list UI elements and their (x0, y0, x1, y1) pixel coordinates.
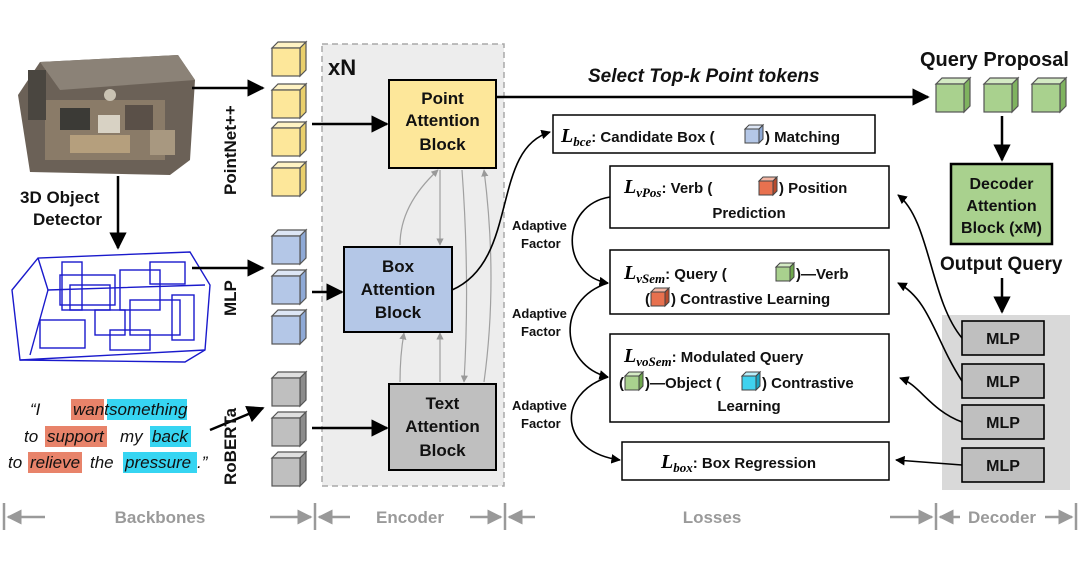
loss-vsem-text: LvSem: Query ( (623, 262, 727, 286)
roberta-label: RoBERTa (221, 407, 240, 485)
detector-label-line2: Detector (33, 210, 102, 229)
box-to-bce-arrow (451, 129, 551, 291)
text-block-label: Attention (405, 417, 480, 436)
encoder-internal-flows (399, 169, 492, 383)
decoder-block-label: Attention (966, 198, 1036, 215)
loss-vpos-text: LvPos: Verb ( (623, 176, 712, 200)
candidate-box-icon (744, 124, 764, 144)
quote-word: back (152, 427, 189, 446)
point-attention-block (388, 79, 497, 169)
section-ruler (2, 503, 1078, 530)
mlp-head (961, 363, 1045, 399)
loss-vosem-text: LvoSem: Modulated Query (623, 345, 804, 369)
decoder-attention-block (949, 162, 1054, 246)
adaptive-factor-label: Factor (521, 324, 561, 339)
mlp-head-label: MLP (986, 415, 1020, 432)
adaptive-factor-label: Adaptive (512, 218, 567, 233)
quote-word: .” (197, 453, 209, 472)
select-topk-label: Select Top-k Point tokens (588, 66, 820, 87)
box-block-label: Block (375, 303, 422, 322)
mlp-head-label: MLP (986, 331, 1020, 348)
quote-word: to (8, 453, 22, 472)
mlp-to-loss-arrows (895, 194, 963, 466)
loss-vpos-line2: Prediction (712, 205, 785, 222)
query-icon (775, 262, 795, 282)
box-token-cubes (271, 229, 307, 345)
verb-icon (758, 176, 778, 196)
section-label-decoder: Decoder (968, 508, 1036, 527)
verb-icon (650, 287, 670, 307)
adaptive-factor-label: Factor (521, 236, 561, 251)
point-block-label: Block (419, 135, 466, 154)
mlp-head-label: MLP (986, 458, 1020, 475)
adaptive-factor-label: Factor (521, 416, 561, 431)
box-block-label: Attention (361, 280, 436, 299)
object-icon (741, 371, 761, 391)
quote-word: support (47, 427, 105, 446)
loss-vosem-l2-pre: ( (619, 375, 624, 392)
loss-vsem-l2-pre: ( (645, 291, 650, 308)
language-query-quote: “I want something to support my back to … (8, 399, 209, 473)
detector-label-line1: 3D Object (20, 188, 100, 207)
text-block-label: Text (426, 394, 460, 413)
loss-vosem-l2-mid: )—Object ( (645, 375, 721, 392)
decoder-block-label: Decoder (969, 176, 1033, 193)
loss-box-text: Lbox: Box Regression (660, 451, 816, 475)
mlp-head (961, 320, 1045, 356)
query-proposal-label: Query Proposal (920, 49, 1069, 71)
text-token-cubes (271, 371, 307, 487)
text-block-label: Block (419, 441, 466, 460)
decoder-mlp-heads: MLP MLP MLP MLP (961, 320, 1045, 483)
point-cloud-scene-image (18, 55, 195, 175)
quote-word: “I (30, 400, 41, 419)
text-attention-block (388, 383, 497, 471)
point-token-cubes (271, 41, 307, 197)
adaptive-factor-label: Adaptive (512, 306, 567, 321)
quote-word: pressure (124, 453, 191, 472)
decoder-block-label: Block (xM) (961, 220, 1042, 237)
loss-vosem-l2-post: ) Contrastive (762, 375, 854, 392)
section-label-losses: Losses (683, 508, 742, 527)
point-block-label: Attention (405, 111, 480, 130)
quote-word: something (109, 400, 188, 419)
loss-vsem-l2-post: ) Contrastive Learning (671, 291, 830, 308)
quote-word: to (24, 427, 38, 446)
loss-vosem-line3: Learning (717, 398, 780, 415)
loss-box-vpos (609, 165, 890, 229)
pointnet-label: PointNet++ (221, 105, 240, 195)
adaptive-factor-arcs (569, 196, 621, 464)
loss-bce-text: Lbce: Candidate Box ( (560, 125, 715, 149)
encoder-repeat-label: xN (328, 55, 356, 80)
section-label-encoder: Encoder (376, 508, 444, 527)
quote-word: relieve (30, 453, 80, 472)
point-block-label: Point (421, 89, 464, 108)
quote-word: want (73, 400, 110, 419)
mlp-head (961, 447, 1045, 483)
output-query-label: Output Query (940, 254, 1063, 275)
quote-word: my (120, 427, 144, 446)
mlp-head-label: MLP (986, 374, 1020, 391)
bounding-box-wireframe-image (11, 251, 211, 363)
text-to-roberta-arrow (209, 405, 265, 432)
loss-vsem-post: )—Verb (796, 266, 849, 283)
quote-word: the (90, 453, 114, 472)
loss-vpos-post: ) Position (779, 180, 847, 197)
section-label-backbones: Backbones (115, 508, 206, 527)
loss-bce-post: ) Matching (765, 129, 840, 146)
loss-box-box (621, 441, 890, 481)
query-icon (624, 371, 644, 391)
loss-box-bce (552, 114, 876, 154)
mlp-backbone-label: MLP (221, 280, 240, 316)
adaptive-factor-label: Adaptive (512, 398, 567, 413)
query-proposal-cubes (935, 77, 1067, 113)
box-block-label: Box (382, 257, 415, 276)
